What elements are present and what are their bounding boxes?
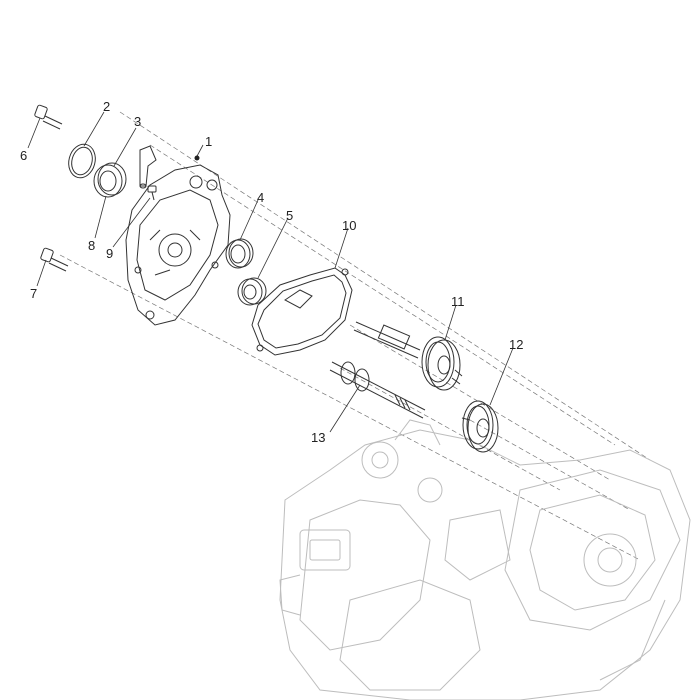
callout-2: 2 [103,99,110,114]
callout-3: 3 [134,114,141,129]
callout-11: 11 [451,294,465,309]
part-6-bolt-drawing [34,104,63,130]
part-1-marker-dot [194,155,200,161]
part-7-bolt-drawing [40,247,69,272]
callout-leader-lines [27,111,514,433]
callout-labels: 6 2 3 1 8 9 7 4 5 10 11 12 13 [20,99,523,445]
callout-4: 4 [257,190,264,205]
part-4-oil-seal-drawing [225,238,254,269]
part-3-fitting-drawing [139,145,157,189]
part-11-shaft-gear-drawing [353,321,463,391]
callout-10: 10 [342,218,356,233]
assembly-guide-lines [59,111,651,561]
engine-block-drawing [279,419,691,700]
callout-9: 9 [106,246,113,261]
part-13-pinion-shaft-drawing [329,361,426,419]
callout-5: 5 [286,208,293,223]
callout-12: 12 [509,337,523,352]
callout-1: 1 [205,134,212,149]
callout-7: 7 [30,286,37,301]
callout-6: 6 [20,148,27,163]
callout-13: 13 [311,430,325,445]
part-5-bearing-drawing [237,277,267,306]
part-1-cover-housing-drawing [125,164,231,326]
part-10-gasket-drawing [251,267,353,356]
part-2-circlip-drawing [68,143,96,179]
part-8-bearing-drawing [93,162,127,198]
callout-8: 8 [88,238,95,253]
part-12-gear-drawing [461,400,499,453]
part-9-screw-drawing [147,185,157,201]
